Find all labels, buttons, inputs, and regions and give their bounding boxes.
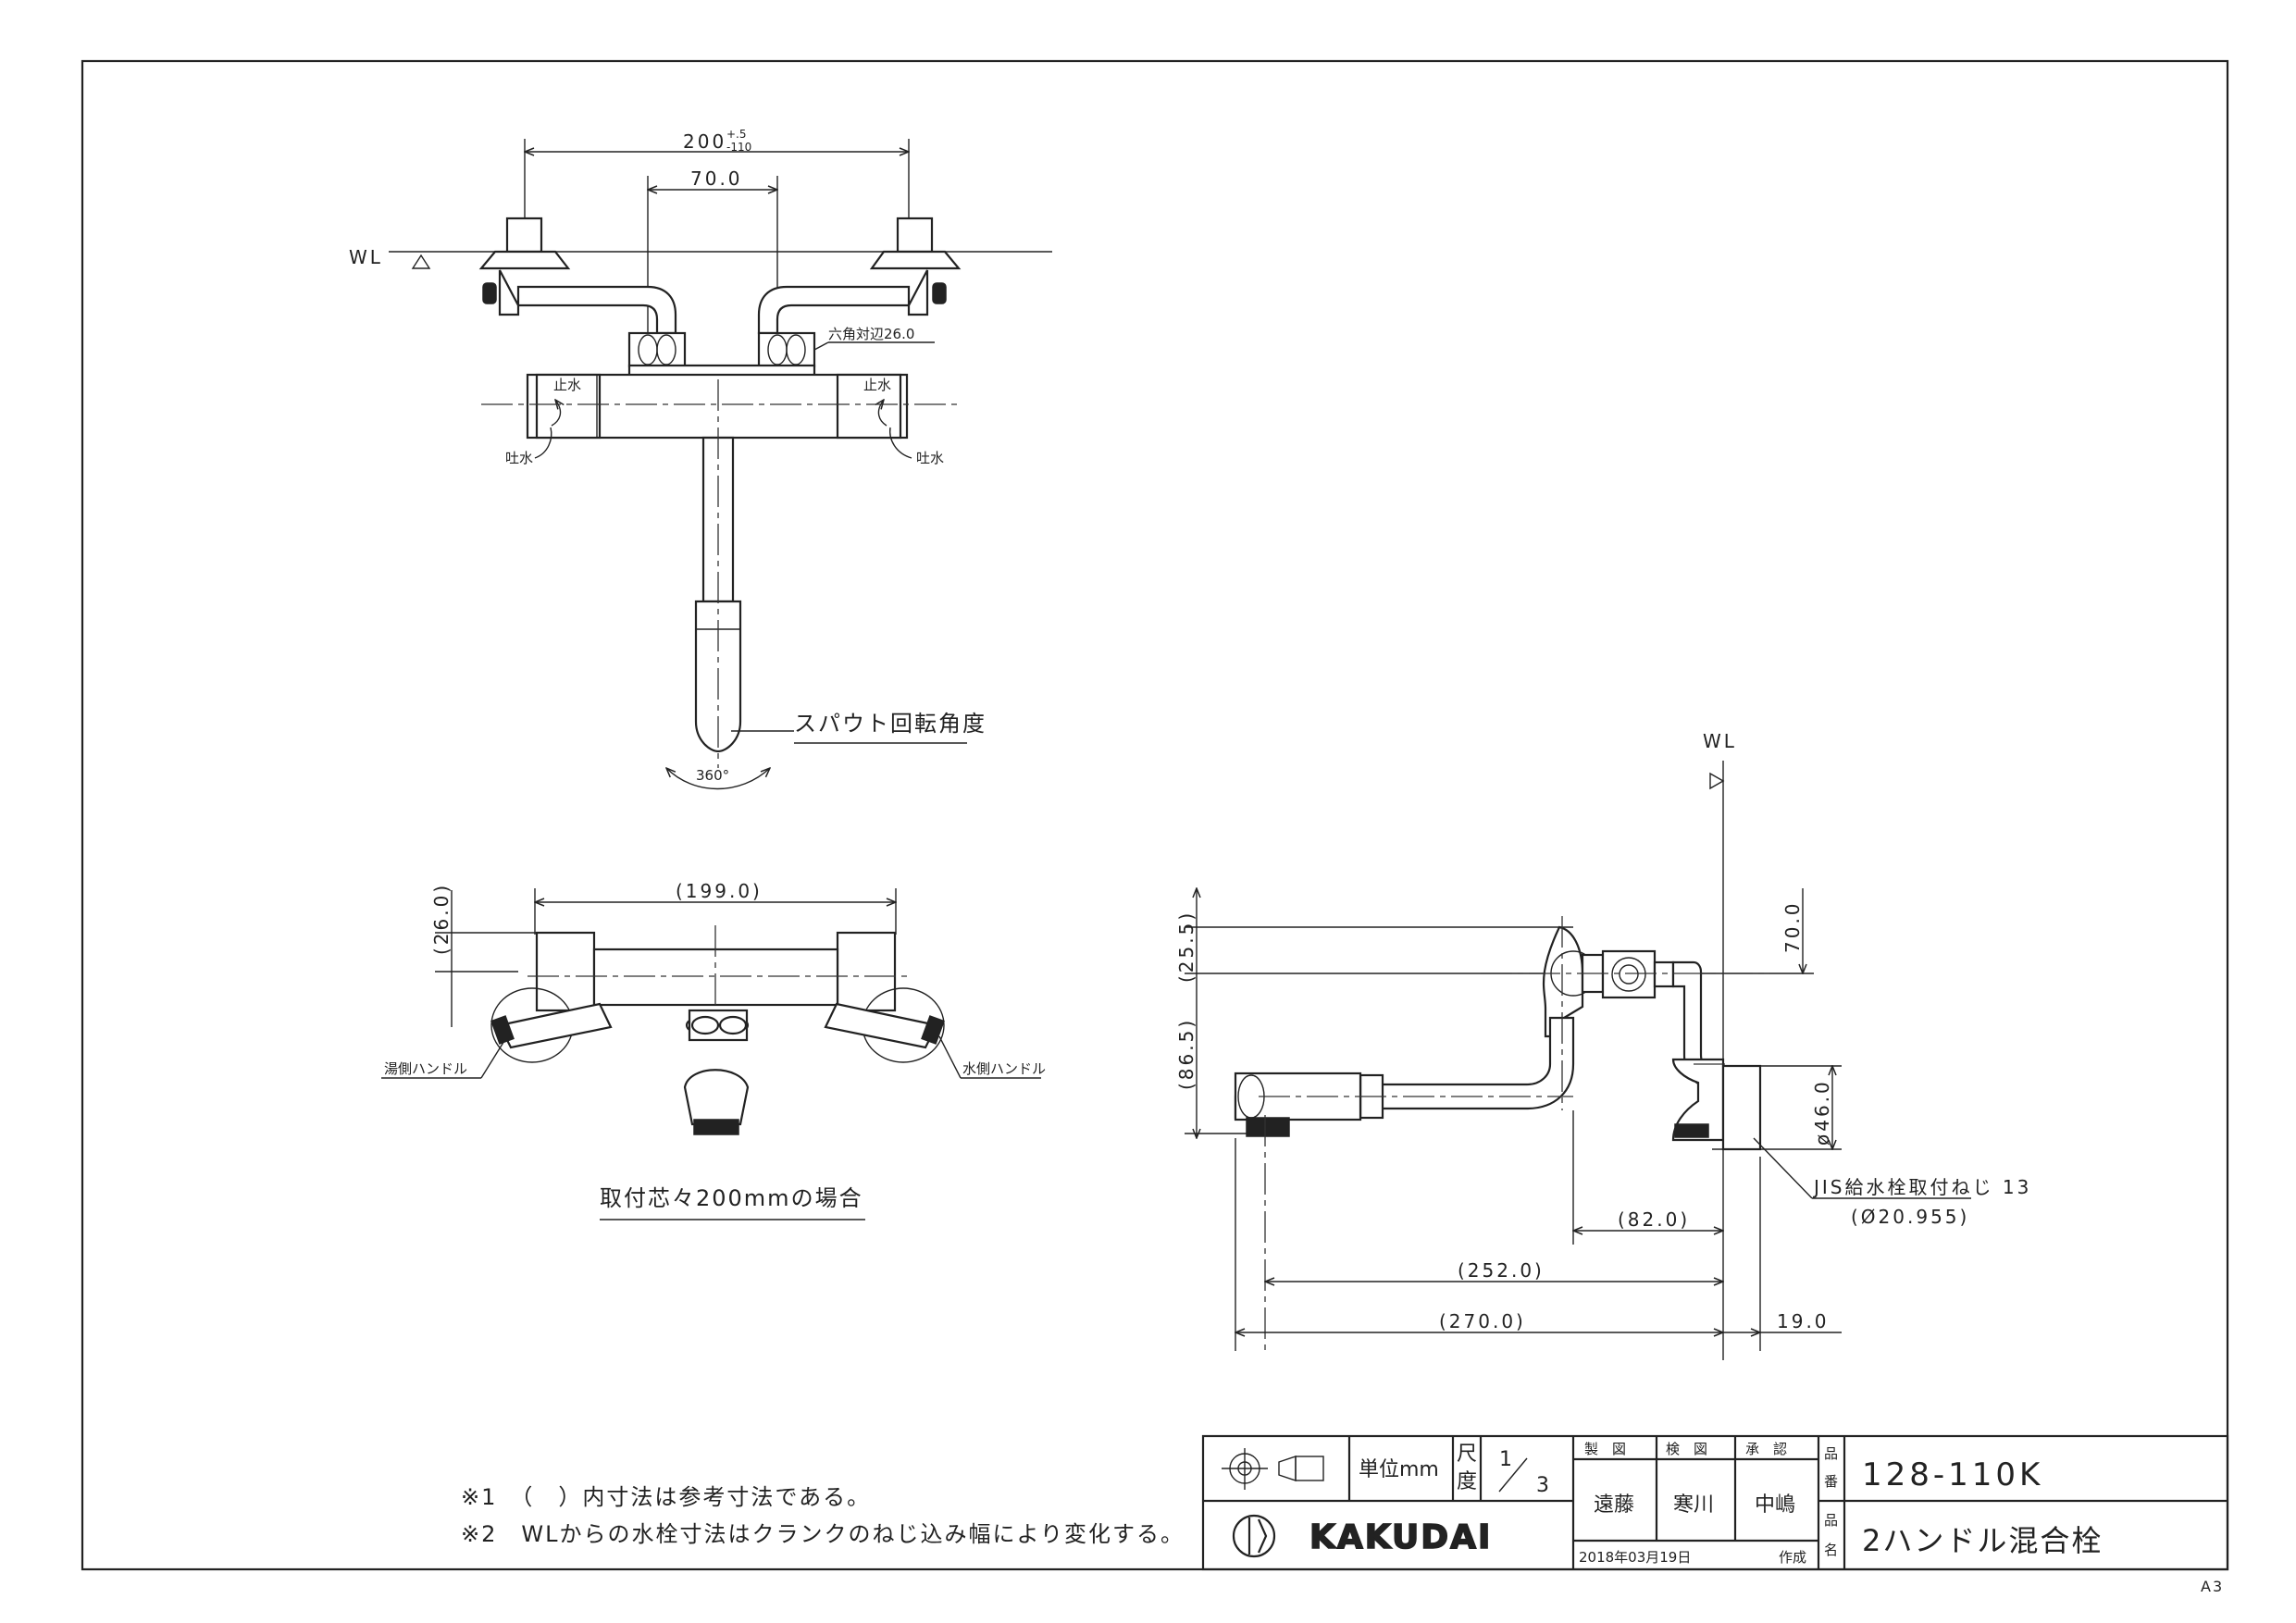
- dim-200-tol-plus: +.5: [726, 128, 747, 141]
- title-block: 単位mm 尺 度 1 3 製 図 検 図 承 認 遠藤 寒川 中嶋 2018年0…: [1201, 1434, 2229, 1571]
- dim-82: (82.0): [1618, 1208, 1690, 1231]
- note-2: ※2 WLからの水栓寸法はクランクのねじ込み幅により変化する。: [461, 1521, 1185, 1547]
- hex-label: 六角対辺26.0: [828, 326, 914, 342]
- dim-26: (26.0): [430, 883, 453, 955]
- part-no-label-1: 品: [1824, 1445, 1838, 1462]
- dim-86-5: (86.5): [1175, 1018, 1198, 1090]
- made-by: 遠藤: [1594, 1493, 1634, 1517]
- part-name: 2ハンドル混合栓: [1862, 1523, 2103, 1558]
- dim-200: 200: [683, 130, 726, 153]
- approved-by: 中嶋: [1755, 1493, 1795, 1517]
- scale-num: 1: [1499, 1448, 1512, 1471]
- created-date: 2018年03月19日: [1579, 1549, 1691, 1566]
- spout-rotation-label: スパウト回転角度: [794, 711, 987, 737]
- wl-label-top: WL: [349, 246, 383, 268]
- side-view: WL (25.5) (86.5) 70.0 ø46.0: [1175, 730, 2031, 1360]
- stop-label-left: 止水: [553, 377, 581, 393]
- wl-marker-top: [411, 254, 431, 269]
- dim-252: (252.0): [1458, 1259, 1545, 1282]
- kakudai-logo-icon: [1232, 1514, 1276, 1558]
- scale-label-2: 度: [1457, 1470, 1477, 1493]
- thread-diameter: (Ø20.955): [1851, 1206, 1969, 1228]
- top-view: 200 +.5 -110 70.0 WL 六角対辺26.0: [349, 128, 1052, 790]
- checked-by: 寒川: [1673, 1493, 1714, 1517]
- approved-label: 承 認: [1745, 1441, 1787, 1457]
- wl-marker-side: [1709, 772, 1725, 790]
- dim-200-tol-minus: -110: [726, 141, 751, 154]
- dim-19: 19.0: [1777, 1310, 1830, 1332]
- cold-handle-label: 水側ハンドル: [962, 1060, 1046, 1077]
- part-name-label-1: 品: [1824, 1512, 1838, 1529]
- spout-label-left: 吐水: [505, 450, 533, 466]
- made-label: 製 図: [1584, 1441, 1626, 1457]
- created-label: 作成: [1779, 1549, 1806, 1566]
- note-1: ※1 （ ）内寸法は参考寸法である。: [461, 1484, 871, 1510]
- dim-70: 70.0: [690, 167, 743, 190]
- front-view: (199.0) (26.0) 湯側ハンドル 水側ハンドル 取付芯々: [381, 880, 1046, 1220]
- hot-handle-label: 湯側ハンドル: [384, 1060, 467, 1077]
- dim-70-side: 70.0: [1781, 900, 1804, 953]
- rotation-angle: 360°: [696, 767, 729, 784]
- checked-label: 検 図: [1666, 1441, 1707, 1457]
- sheet-size: A3: [2201, 1578, 2224, 1595]
- projection-symbol-icon: [1222, 1448, 1324, 1490]
- dim-199: (199.0): [676, 880, 763, 902]
- front-view-caption: 取付芯々200mmの場合: [600, 1185, 863, 1211]
- drawing-frame: [81, 59, 2229, 1571]
- part-name-label-2: 名: [1824, 1542, 1838, 1558]
- spout-label-right: 吐水: [916, 450, 944, 466]
- wl-label-side: WL: [1703, 730, 1737, 752]
- thread-label: JIS給水栓取付ねじ 13: [1812, 1176, 2031, 1198]
- scale-label-1: 尺: [1457, 1443, 1477, 1466]
- part-no-label-2: 番: [1824, 1473, 1838, 1490]
- brand-name: KAKUDAI: [1309, 1518, 1492, 1556]
- unit-label: 単位mm: [1359, 1458, 1439, 1481]
- part-number: 128-110K: [1862, 1456, 2043, 1493]
- stop-label-right: 止水: [863, 377, 891, 393]
- scale-den: 3: [1536, 1474, 1549, 1497]
- dim-270: (270.0): [1439, 1310, 1526, 1332]
- dim-46: ø46.0: [1811, 1079, 1833, 1146]
- dim-25-5: (25.5): [1175, 911, 1198, 983]
